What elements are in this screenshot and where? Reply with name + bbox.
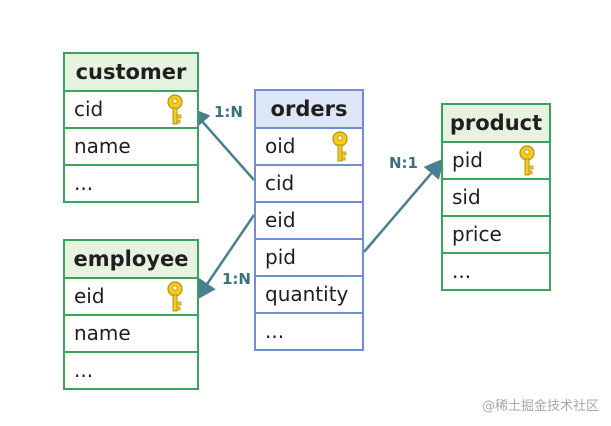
orders-field-cid[interactable]: cid	[256, 166, 362, 203]
field-label: ...	[74, 358, 94, 382]
orders-field-oid[interactable]: oid	[256, 129, 362, 166]
field-label: eid	[265, 208, 296, 232]
product-field-sid[interactable]: sid	[443, 180, 549, 217]
employee-title: employee	[65, 241, 197, 279]
product-title: product	[443, 105, 549, 143]
field-label: cid	[265, 171, 295, 195]
field-label: pid	[452, 148, 483, 172]
key-icon	[167, 94, 183, 125]
field-label: name	[74, 321, 131, 345]
customer-field-cid[interactable]: cid	[65, 92, 197, 129]
field-label: oid	[265, 134, 296, 158]
employee-field-more[interactable]: ...	[65, 353, 197, 388]
product-entity[interactable]: product pid sid price ...	[441, 103, 551, 291]
field-label: pid	[265, 245, 296, 269]
field-label: quantity	[265, 282, 349, 306]
field-label: eid	[74, 284, 105, 308]
customer-orders-cardinality: 1:N	[214, 103, 243, 121]
product-field-pid[interactable]: pid	[443, 143, 549, 180]
key-icon	[332, 131, 348, 162]
key-icon	[167, 281, 183, 312]
field-label: ...	[74, 171, 94, 195]
customer-orders-arrow	[189, 107, 255, 181]
field-label: name	[74, 134, 131, 158]
field-label: ...	[452, 259, 472, 283]
key-icon	[519, 145, 535, 176]
customer-entity[interactable]: customer cid name ...	[63, 52, 199, 203]
customer-field-more[interactable]: ...	[65, 166, 197, 201]
orders-title: orders	[256, 91, 362, 129]
orders-product-arrow	[363, 158, 445, 253]
field-label: price	[452, 222, 502, 246]
watermark: @稀土掘金技术社区	[481, 399, 599, 414]
field-label: sid	[452, 185, 481, 209]
product-field-price[interactable]: price	[443, 217, 549, 254]
field-label: cid	[74, 97, 104, 121]
employee-field-eid[interactable]: eid	[65, 279, 197, 316]
employee-orders-cardinality: 1:N	[222, 270, 251, 288]
orders-field-eid[interactable]: eid	[256, 203, 362, 240]
customer-field-name[interactable]: name	[65, 129, 197, 166]
field-label: ...	[265, 319, 285, 343]
product-field-more[interactable]: ...	[443, 254, 549, 289]
orders-field-more[interactable]: ...	[256, 314, 362, 349]
employee-field-name[interactable]: name	[65, 316, 197, 353]
orders-field-quantity[interactable]: quantity	[256, 277, 362, 314]
orders-field-pid[interactable]: pid	[256, 240, 362, 277]
orders-product-cardinality: N:1	[389, 154, 418, 172]
customer-title: customer	[65, 54, 197, 92]
employee-entity[interactable]: employee eid name ...	[63, 239, 199, 390]
orders-entity[interactable]: orders oid cid eid pid quantity ...	[254, 89, 364, 351]
